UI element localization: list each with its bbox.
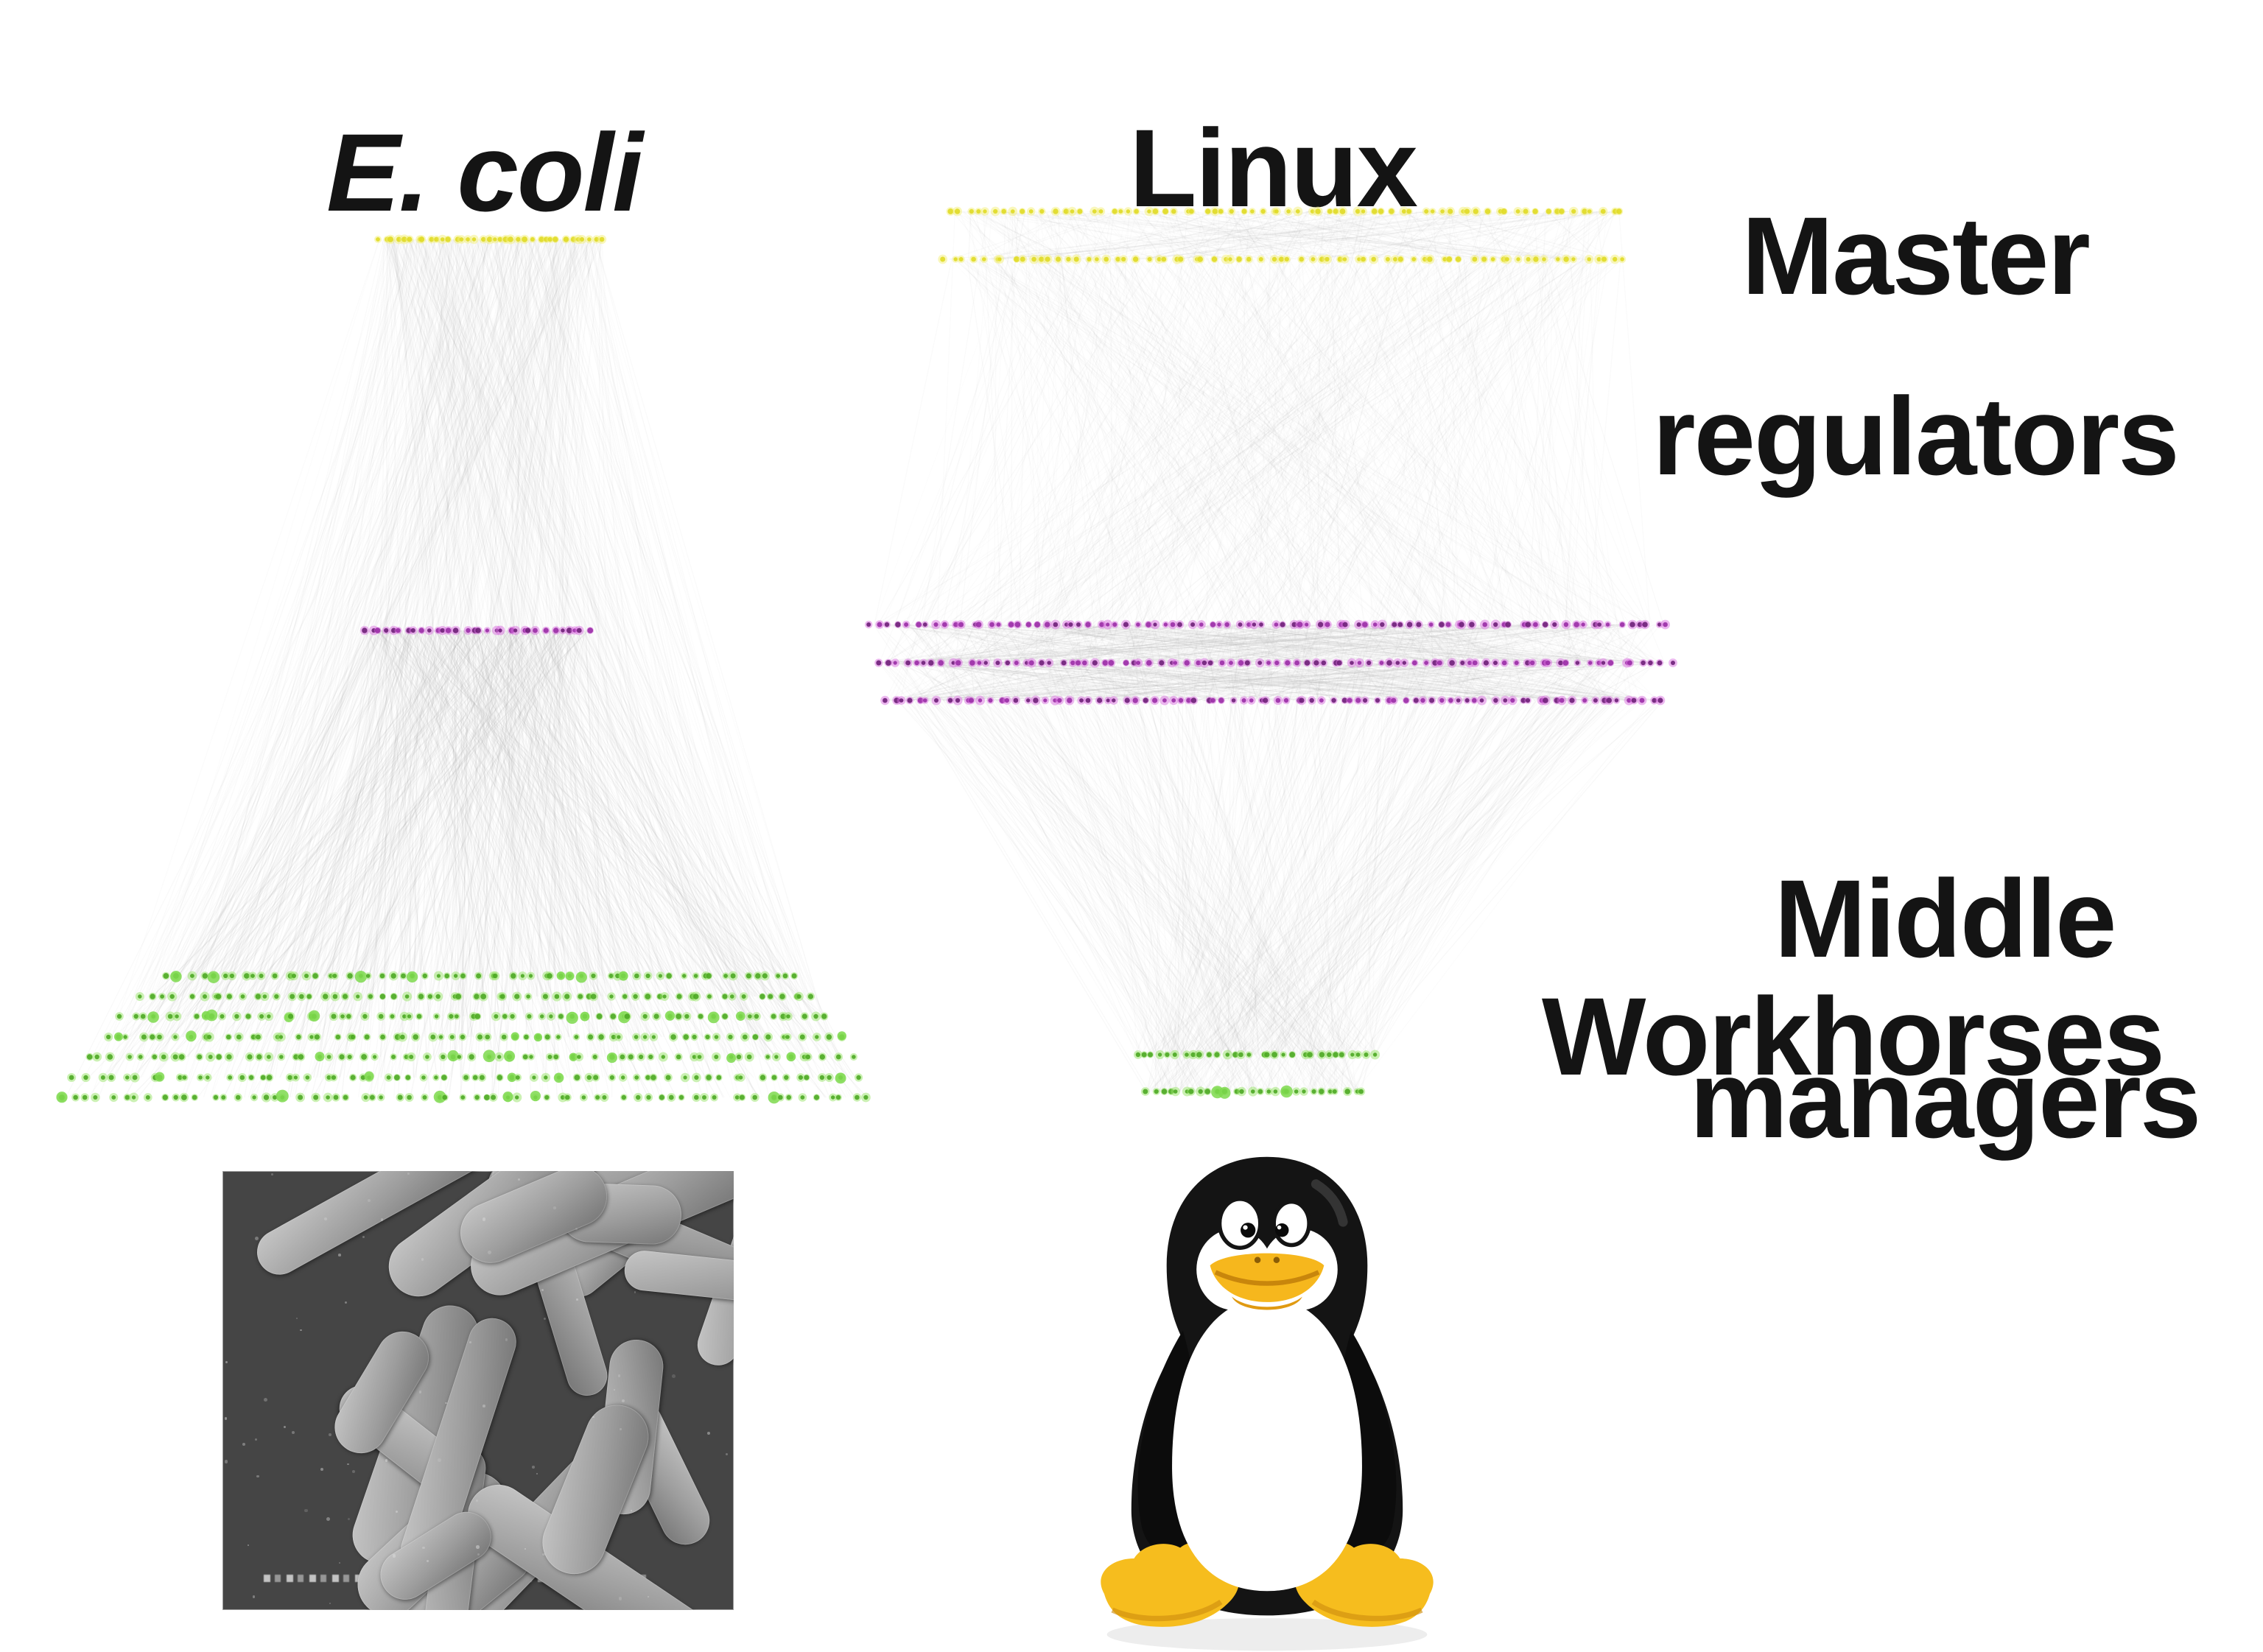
micrograph-speck [575,1228,578,1231]
label-master-line2: regulators [1652,373,2180,498]
micrograph-speck [707,1431,711,1435]
micrograph-speck [427,1560,429,1562]
micrograph-speck [630,1510,632,1512]
micrograph-speck [477,1553,480,1556]
micrograph-speck [592,1416,594,1419]
micrograph-speck [247,1544,249,1546]
micrograph-speck [422,1546,425,1550]
micrograph-speck [542,1553,545,1556]
micrograph-speck [225,1417,228,1420]
micrograph-speck [524,1548,527,1550]
micrograph-speck [482,1217,486,1222]
micrograph-speck [320,1467,324,1472]
tux-penguin-svg [1101,1156,1434,1651]
micrograph-speck [352,1470,356,1474]
micrograph-speck [291,1430,295,1435]
micrograph-speck [271,1173,273,1175]
micrograph-speck [614,1388,616,1391]
micrograph-speck [224,1460,228,1463]
micrograph-speck [647,1596,650,1598]
micrograph-speck [346,1463,349,1466]
micrograph-speck [380,1218,384,1221]
micrograph-speck [418,1391,421,1393]
micrograph-speck [225,1360,228,1364]
micrograph-speck [505,1338,508,1341]
micrograph-speck [344,1301,347,1304]
micrograph-speck [264,1398,267,1402]
micrograph-speck [254,1438,258,1441]
micrograph-speck [618,1374,621,1377]
micrograph-speck [252,1595,255,1598]
micrograph-speck [328,1433,332,1437]
micrograph-speck [255,1237,259,1240]
micrograph-speck [256,1475,259,1478]
micrograph-speck [283,1426,287,1429]
micrograph-speck [541,1289,544,1291]
micrograph-speck [326,1516,330,1521]
micrograph-speck [543,1318,546,1321]
micrograph-speck [296,1317,298,1319]
micrograph-speck [392,1554,396,1558]
micrograph-speck [483,1405,485,1407]
micrograph-speck [242,1442,246,1446]
micrograph-speck [469,1340,472,1344]
label-workhorses: Workhorses [1541,946,2165,1127]
label-workhorses-line1: Workhorses [1541,974,2165,1098]
micrograph-speck [348,1517,351,1520]
micrograph-speck [553,1206,556,1209]
micrograph-speck [385,1459,388,1462]
label-middle-line1: Middle [1774,857,2117,980]
micrograph-speck [618,1597,622,1600]
label-middle-line2: managers [1689,1036,2202,1161]
micrograph-speck [396,1510,399,1513]
micrograph-speck [620,1428,622,1430]
micrograph-speck [576,1298,579,1301]
micrograph-speck [421,1258,424,1261]
micrograph-speck [444,1402,447,1405]
label-master-line1: Master [1741,194,2091,317]
micrograph-speck [672,1374,676,1379]
ecoli-column-title: E. coli [326,110,643,234]
micrograph-speck [362,1235,365,1239]
label-middle-managers: Middle managers [1689,829,2202,1189]
micrograph-speck [621,1399,625,1403]
micrograph-speck [726,1453,729,1456]
micrograph-speck [324,1217,327,1221]
micrograph-speck [329,1603,331,1605]
micrograph-speck [338,1254,341,1256]
micrograph-speck [475,1499,478,1502]
label-master-regulators: Master regulators [1652,166,2180,526]
micrograph-speck [476,1545,480,1549]
micrograph-speck [438,1458,441,1462]
micrograph-speck [517,1178,520,1181]
micrograph-speck [532,1466,535,1469]
micrograph-speck [367,1199,371,1203]
micrograph-speck [300,1329,302,1331]
micrograph-speck [338,1561,340,1564]
micrograph-speck [536,1472,538,1475]
micrograph-speck [407,1173,410,1175]
micrograph-speck [304,1508,308,1513]
micrograph-speck [488,1251,491,1255]
micrograph-speck [634,1291,636,1294]
tux-penguin-icon [1061,1138,1473,1652]
ecoli-micrograph-image [222,1171,734,1610]
